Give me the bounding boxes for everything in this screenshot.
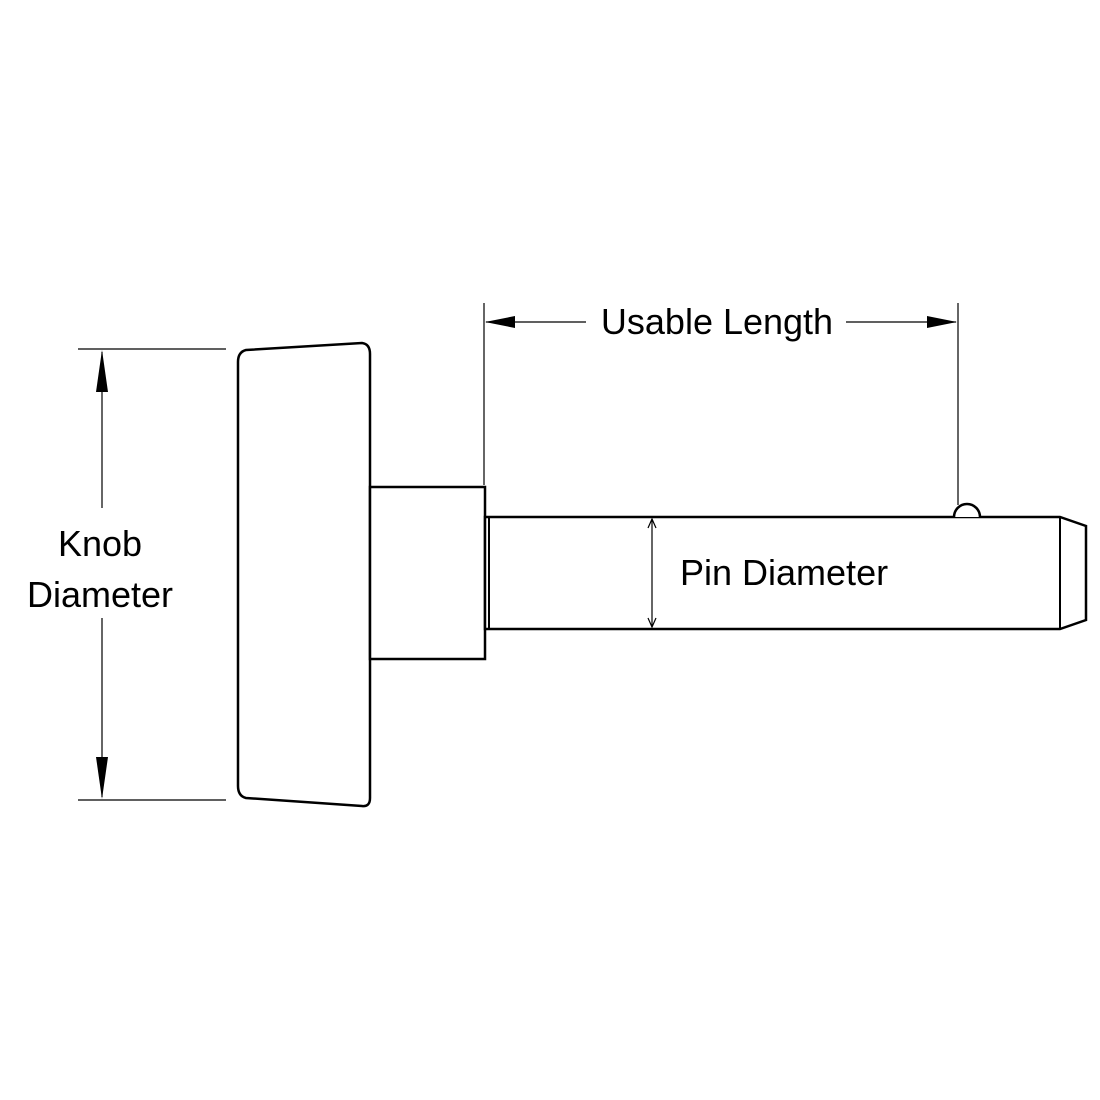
knob-diameter-label-line2: Diameter [27,574,173,615]
knob-diameter-dimension [78,348,226,801]
pin-dimension-tick-bottom [647,617,657,629]
pin-diameter-dimension [647,517,657,629]
pin-dimension-tick-top [647,517,657,529]
locking-ball [952,502,982,518]
arrow-left-icon [485,316,515,328]
usable-length-dimension [483,303,959,505]
arrow-down-icon [96,757,108,799]
usable-length-label: Usable Length [601,301,833,342]
collar [368,485,487,661]
knob [236,341,372,808]
arrow-right-icon [927,316,957,328]
arrow-up-icon [96,350,108,392]
pin-diameter-label: Pin Diameter [680,552,888,593]
knob-diameter-label-line1: Knob [58,523,142,564]
